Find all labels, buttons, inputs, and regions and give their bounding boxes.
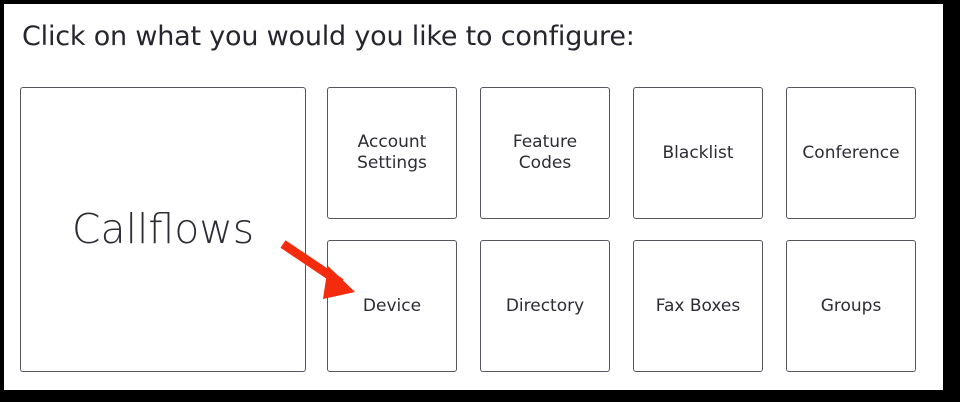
tile-groups-label: Groups — [820, 295, 882, 316]
tile-fax-boxes[interactable]: Fax Boxes — [633, 240, 763, 372]
tile-directory-label: Directory — [505, 295, 585, 316]
tile-feature-codes-label: Feature Codes — [512, 132, 578, 173]
tile-account-settings[interactable]: Account Settings — [327, 87, 457, 219]
tile-fax-boxes-label: Fax Boxes — [655, 295, 741, 316]
tile-directory[interactable]: Directory — [480, 240, 610, 372]
configure-page: Click on what you would you like to conf… — [4, 4, 943, 390]
tile-groups[interactable]: Groups — [786, 240, 916, 372]
tile-blacklist[interactable]: Blacklist — [633, 87, 763, 219]
tile-conference-label: Conference — [802, 142, 900, 163]
tile-blacklist-label: Blacklist — [662, 142, 734, 163]
tile-device-label: Device — [362, 295, 422, 316]
tile-device[interactable]: Device — [327, 240, 457, 372]
tile-account-settings-label: Account Settings — [357, 132, 427, 173]
tile-feature-codes[interactable]: Feature Codes — [480, 87, 610, 219]
page-title: Click on what you would you like to conf… — [22, 21, 635, 52]
tile-callflows[interactable]: Callflows — [20, 87, 306, 372]
tile-callflows-label: Callflows — [71, 205, 255, 253]
tile-conference[interactable]: Conference — [786, 87, 916, 219]
